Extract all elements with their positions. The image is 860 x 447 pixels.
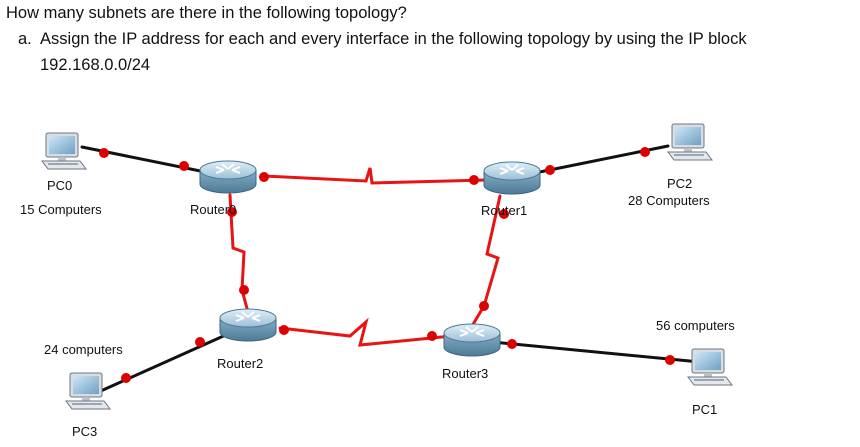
router0-name: Router0	[190, 202, 237, 217]
pc3-name: PC3	[72, 424, 98, 439]
port-dot	[640, 147, 650, 157]
item-text: Assign the IP address for each and every…	[40, 30, 747, 48]
port-dot	[227, 207, 237, 217]
pc2-hosts: 28 Computers	[628, 193, 710, 208]
router3-name: Router3	[442, 366, 489, 381]
pc0-name: PC0	[47, 178, 73, 193]
router2-name: Router2	[217, 356, 264, 371]
link-router2-router3	[278, 317, 454, 347]
port-dot	[427, 331, 437, 341]
port-dot	[499, 209, 509, 219]
pc3-hosts: 24 computers	[44, 342, 123, 357]
question-title: How many subnets are there in the follow…	[6, 4, 407, 22]
port-dot	[239, 285, 249, 295]
pc2-name: PC2	[667, 176, 693, 191]
router1-icon	[483, 161, 541, 195]
pc1-icon	[687, 348, 733, 386]
port-dot	[179, 161, 189, 171]
port-dot	[479, 301, 489, 311]
router3-icon	[443, 323, 501, 357]
port-dot	[259, 172, 269, 182]
port-dot	[469, 175, 479, 185]
port-dot	[121, 373, 131, 383]
port-dot	[195, 337, 205, 347]
pc1-name: PC1	[692, 402, 718, 417]
ip-block: 192.168.0.0/24	[40, 56, 151, 74]
link-pc3-router2	[92, 323, 250, 396]
pc2-icon	[667, 123, 713, 161]
router0-icon	[199, 160, 257, 194]
link-router1-router3	[470, 194, 502, 328]
item-marker: a.	[18, 30, 32, 48]
pc1-hosts: 56 computers	[656, 318, 735, 333]
pc0-hosts: 15 Computers	[20, 202, 102, 217]
link-router0-router2	[228, 193, 250, 314]
port-dot	[665, 355, 675, 365]
link-router0-router1	[262, 167, 488, 185]
router2-icon	[219, 308, 277, 342]
router1-name: Router1	[481, 203, 528, 218]
port-dot	[507, 339, 517, 349]
port-dot	[279, 325, 289, 335]
question-item: a. Assign the IP address for each and ev…	[18, 28, 747, 50]
port-dot	[545, 165, 555, 175]
port-dot	[99, 148, 109, 158]
pc0-icon	[41, 132, 87, 170]
